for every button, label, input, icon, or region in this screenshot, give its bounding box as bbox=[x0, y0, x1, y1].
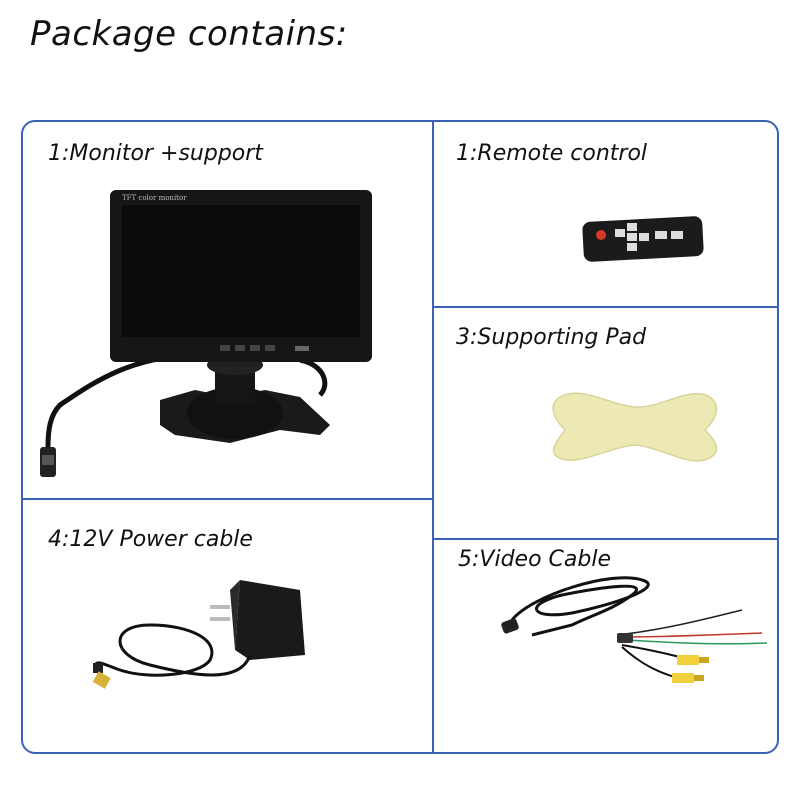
plug-tip-icon bbox=[92, 671, 111, 689]
connector-icon bbox=[501, 618, 519, 634]
power-adapter-image bbox=[92, 580, 305, 689]
grid-divider-left bbox=[22, 498, 433, 500]
remote-control-image bbox=[582, 216, 704, 262]
package-contents-grid bbox=[21, 120, 779, 754]
rca-yellow-icon bbox=[672, 673, 694, 683]
monitor-image: TFT color monitor bbox=[40, 190, 372, 477]
video-cable-image bbox=[501, 576, 768, 683]
grid-divider-right-upper bbox=[433, 306, 778, 308]
monitor-brand-text: TFT color monitor bbox=[122, 194, 187, 202]
item-label-video: 5:Video Cable bbox=[458, 547, 611, 572]
item-label-power: 4:12V Power cable bbox=[48, 527, 253, 552]
monitor-screen bbox=[122, 205, 360, 337]
page-title: Package contains: bbox=[30, 14, 348, 54]
supporting-pad-image bbox=[552, 392, 718, 462]
item-label-monitor: 1:Monitor +support bbox=[48, 141, 263, 166]
rca-yellow-icon bbox=[677, 655, 699, 665]
item-label-remote: 1:Remote control bbox=[456, 141, 648, 166]
item-label-pad: 3:Supporting Pad bbox=[456, 325, 647, 350]
grid-divider-right-lower bbox=[433, 538, 778, 540]
grid-divider-vertical bbox=[432, 121, 434, 753]
